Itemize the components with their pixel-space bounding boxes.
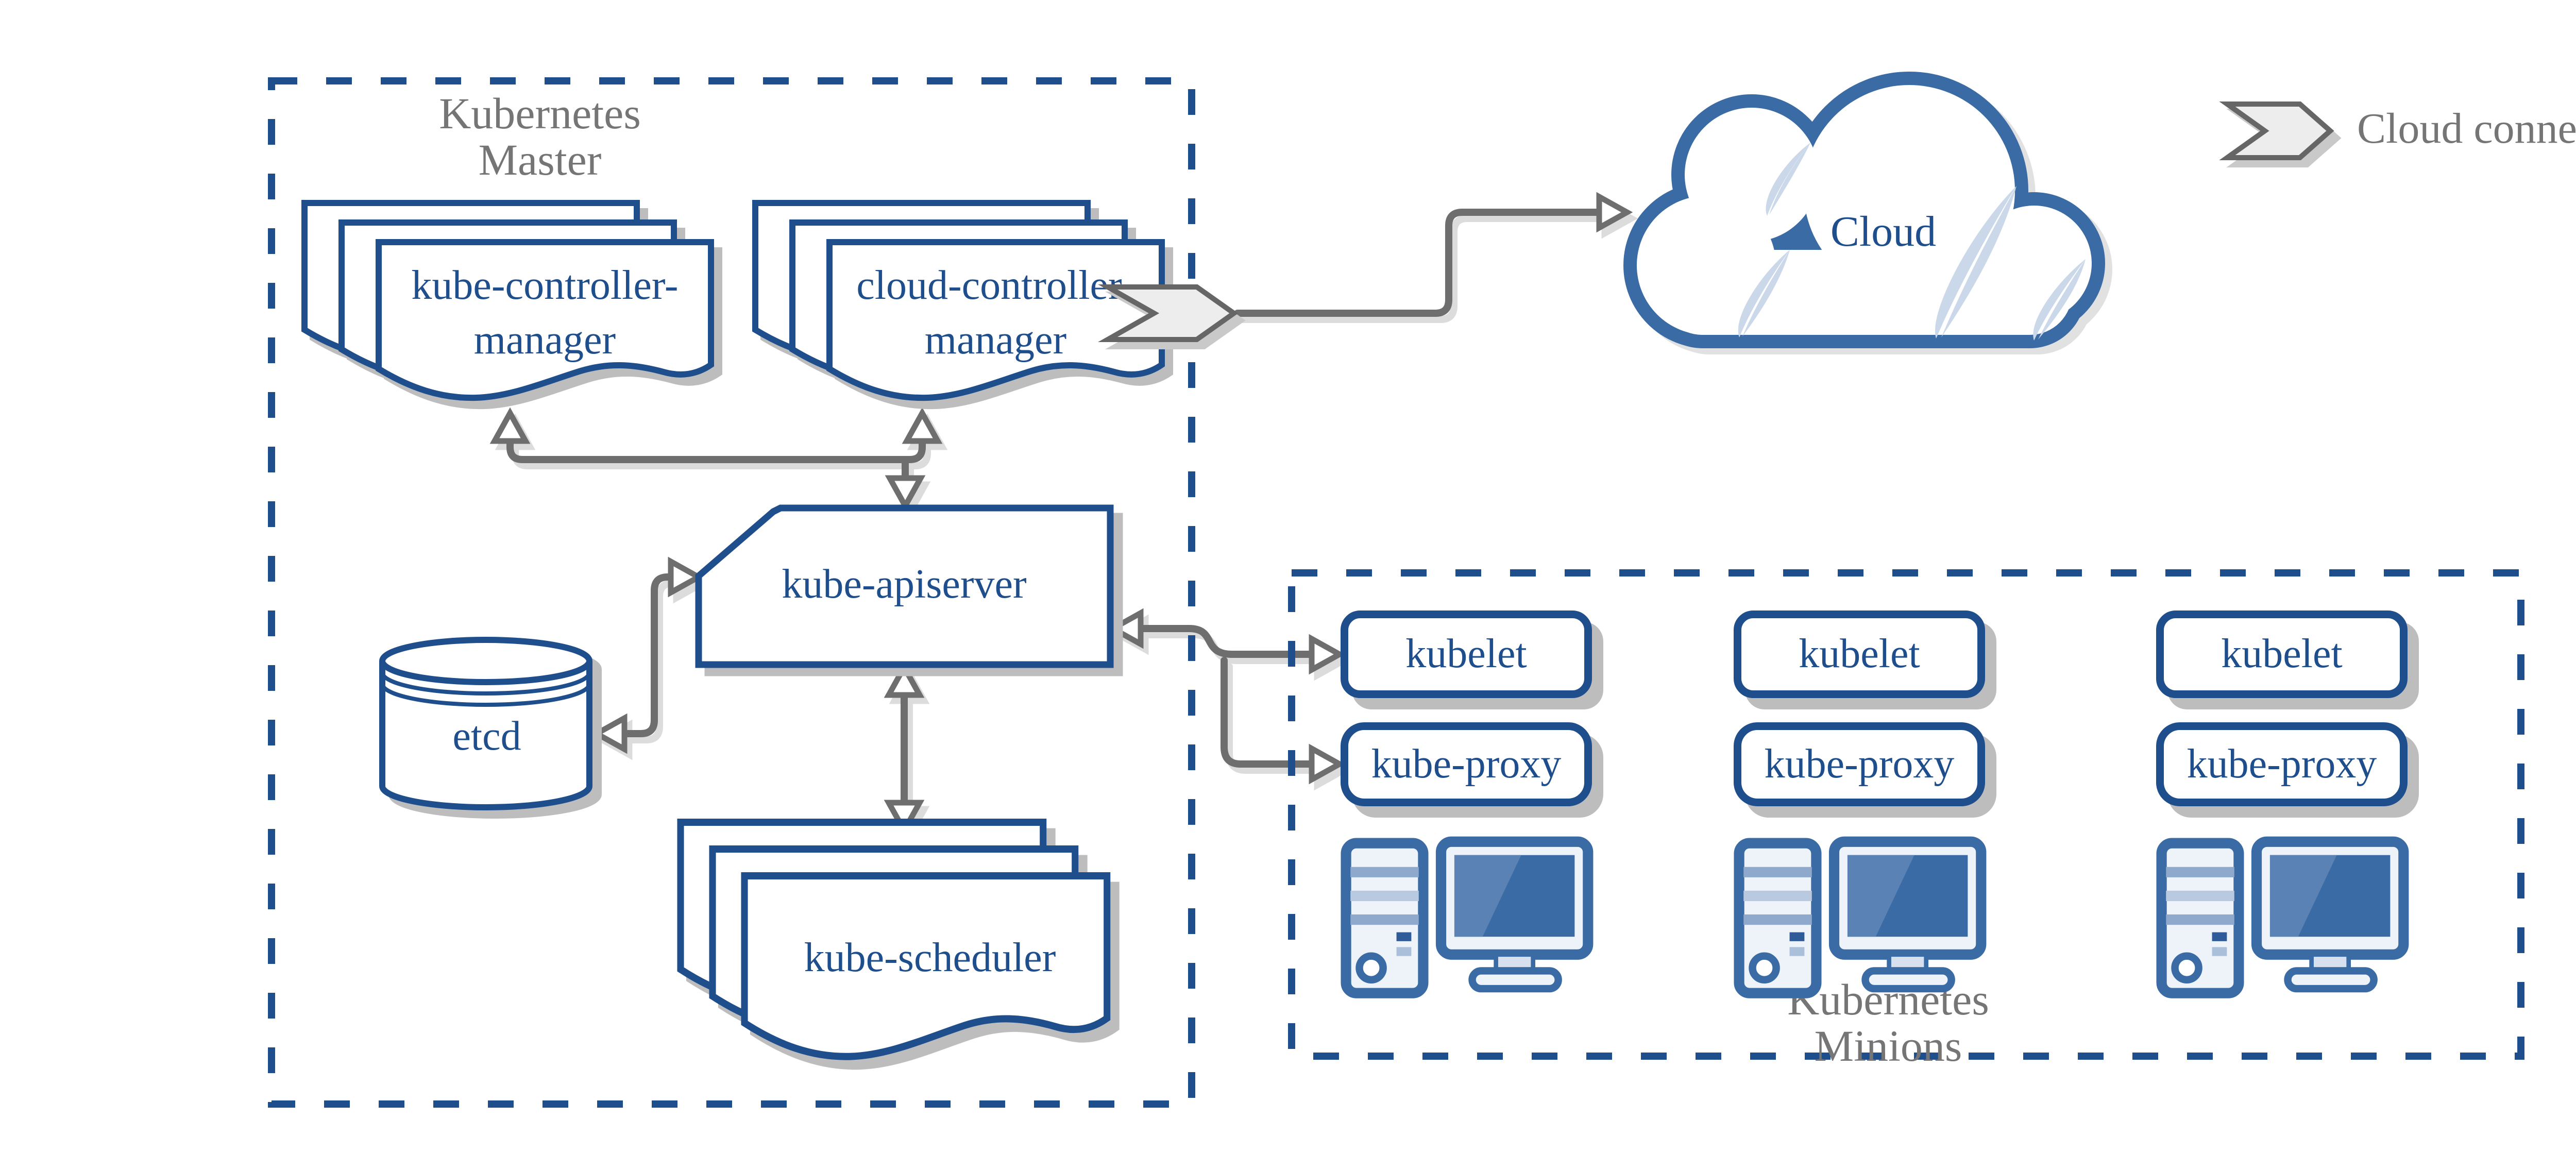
kube-controller-manager-label-line1: kube-controller- <box>411 263 679 309</box>
kube-proxy-label: kube-proxy <box>1371 741 1562 787</box>
kubelet-label: kubelet <box>2221 631 2343 677</box>
cloud-controller-manager-label-line2: manager <box>924 317 1067 363</box>
minions-title-line2: Minions <box>1814 1021 1962 1071</box>
legend-label-text: Cloud connector <box>2357 105 2576 152</box>
etcd-node: etcd <box>382 670 592 804</box>
kube-scheduler-shape <box>677 819 1111 1060</box>
legend-label: Cloud connector <box>2357 107 2576 150</box>
etcd-label: etcd <box>452 714 521 759</box>
arrowhead-down-apiserver-top <box>885 475 926 512</box>
kube-controller-manager-label-line2: manager <box>473 317 616 363</box>
master-group-title: Kubernetes Master <box>334 90 746 183</box>
kubelet-label: kubelet <box>1405 631 1527 677</box>
cloud-controller-manager-label-line1: cloud-controller- <box>856 263 1135 309</box>
workstation-icon <box>1341 836 1594 998</box>
kube-scheduler-label: kube-scheduler <box>804 935 1056 981</box>
minions-group-border <box>1288 569 2524 1060</box>
legend-cloud-connector-chevron-icon <box>2219 101 2334 160</box>
kubelet-node-3: kubelet <box>2156 611 2408 698</box>
arrowhead-right-cloud <box>1596 192 1633 233</box>
kubelet-node-2: kubelet <box>1734 611 1985 698</box>
workstation-icon <box>2156 836 2409 998</box>
kube-proxy-node-3: kube-proxy <box>2156 722 2408 806</box>
kube-proxy-node-2: kube-proxy <box>1734 722 1985 806</box>
kube-scheduler-node: kube-scheduler <box>744 886 1115 1030</box>
arrowhead-right-kubelet <box>1309 634 1346 675</box>
arrowhead-down-scheduler <box>884 800 925 837</box>
kubelet-label: kubelet <box>1799 631 1920 677</box>
kube-controller-manager-shape <box>301 200 714 401</box>
arrowhead-left-etcd <box>590 713 628 754</box>
cloud-controller-manager-shape <box>752 200 1165 401</box>
kube-proxy-node-1: kube-proxy <box>1341 722 1592 806</box>
arrowhead-right-kubeproxy <box>1309 743 1346 785</box>
kube-controller-manager-node: kube-controller- manager <box>379 246 711 380</box>
arrowhead-up-kube-controller <box>489 407 531 444</box>
kube-apiserver-shape <box>695 504 1114 668</box>
edge-apiserver-kubeproxy <box>1221 657 1327 768</box>
edge-apiserver-kubelet <box>1123 625 1327 658</box>
cloud-streaks <box>1738 143 2086 341</box>
kube-proxy-label: kube-proxy <box>1764 741 1955 787</box>
kube-apiserver-node: kube-apiserver <box>698 520 1110 649</box>
cloud-node: Cloud <box>1629 80 2106 348</box>
arrowhead-left-apiserver-right <box>1107 608 1144 649</box>
cloud-shape <box>1623 72 2105 348</box>
kube-proxy-label: kube-proxy <box>2187 741 2377 787</box>
etcd-shape <box>379 637 592 810</box>
kube-apiserver-label: kube-apiserver <box>782 562 1027 607</box>
edge-connector-cloud <box>1234 209 1612 317</box>
edge-apiserver-etcd <box>611 573 689 737</box>
arrowhead-right-apiserver-left <box>668 556 705 598</box>
kubelet-node-1: kubelet <box>1341 611 1592 698</box>
edge-controllers-apiserver <box>506 424 926 463</box>
cloud-controller-manager-node: cloud-controller- manager <box>829 246 1162 380</box>
cloud-connector-chevron-icon <box>1098 284 1239 342</box>
arrowhead-up-apiserver-bottom <box>884 661 925 698</box>
master-title-line1: Kubernetes <box>439 89 641 138</box>
cloud-label: Cloud <box>1830 208 1937 256</box>
master-title-line2: Master <box>478 135 602 185</box>
arrowhead-up-cloud-controller <box>902 407 943 444</box>
workstation-icon <box>1734 836 1987 998</box>
